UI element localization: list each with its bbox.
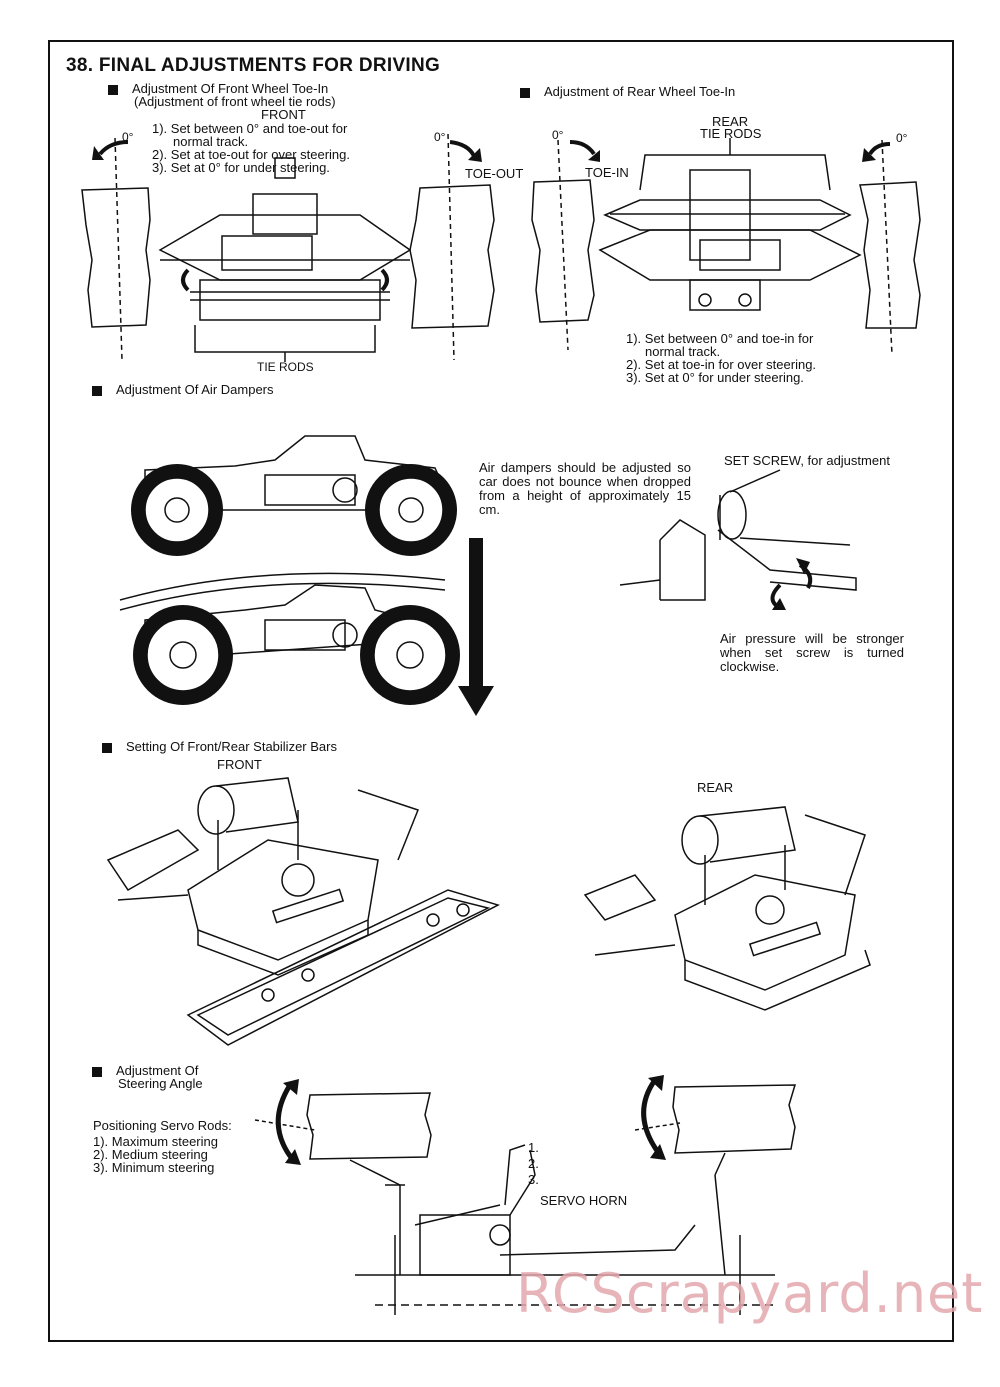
drop-arrow-icon	[458, 538, 494, 716]
rear-step-1b: normal track.	[645, 344, 721, 359]
page-frame	[48, 40, 954, 1342]
front-step-2: 2). Set at toe-out for over steering.	[152, 147, 350, 162]
bullet-icon	[108, 84, 118, 95]
set-screw-diagram	[619, 469, 857, 610]
front-zero-right: 0°	[434, 130, 446, 144]
front-toe-subheading: (Adjustment of front wheel tie rods)	[134, 94, 336, 109]
steering-heading-1: Adjustment Of	[92, 1063, 198, 1078]
rear-step-1: 1). Set between 0° and toe-in for	[626, 331, 814, 346]
stabilizer-rear-label: REAR	[697, 780, 734, 795]
air-dampers-heading: Adjustment Of Air Dampers	[92, 382, 274, 397]
watermark: RCScrapyard.net	[516, 1262, 984, 1325]
front-tie-rods-label: TIE RODS	[257, 360, 314, 374]
bullet-icon	[520, 87, 530, 98]
rear-step-2: 2). Set at toe-in for over steering.	[626, 357, 817, 372]
front-step-1: 1). Set between 0° and toe-out for	[152, 121, 348, 136]
steering-heading-2: Steering Angle	[118, 1076, 203, 1091]
servo-item-1: 1). Maximum steering	[93, 1134, 218, 1149]
servo-item-2: 2). Medium steering	[93, 1147, 208, 1162]
servo-item-3: 3). Minimum steering	[93, 1160, 215, 1175]
toe-out-label: TOE-OUT	[465, 166, 524, 181]
rear-toe-heading: Adjustment of Rear Wheel Toe-In	[520, 84, 735, 99]
rear-toe-diagram	[531, 138, 921, 356]
rear-zero-right: 0°	[896, 131, 908, 145]
steering-angle-diagram	[254, 1075, 797, 1315]
stabilizer-front-label: FRONT	[217, 757, 262, 772]
front-zero-left: 0°	[122, 130, 134, 144]
rear-label: REAR	[712, 114, 749, 129]
stabilizer-heading: Setting Of Front/Rear Stabilizer Bars	[102, 739, 337, 754]
toe-in-label: TOE-IN	[585, 165, 629, 180]
rear-stabilizer-diagram	[583, 806, 871, 1011]
pressure-note: Air pressure will be stronger when set s…	[720, 631, 904, 674]
set-screw-label: SET SCREW, for adjustment	[724, 453, 890, 468]
front-step-3: 3). Set at 0° for under steering.	[152, 160, 330, 175]
front-label: FRONT	[261, 107, 306, 122]
page-title: 38. FINAL ADJUSTMENTS FOR DRIVING	[66, 55, 441, 76]
bullet-icon	[92, 385, 102, 396]
servo-horn-label: SERVO HORN	[540, 1193, 628, 1208]
horn-position-3: 3.	[528, 1172, 539, 1187]
front-toe-heading-text: Adjustment Of Front Wheel Toe-In	[132, 81, 329, 96]
rear-tie-rods-label: TIE RODS	[700, 126, 762, 141]
steering-heading-1-text: Adjustment Of	[116, 1063, 199, 1078]
front-toe-diagram	[81, 133, 495, 362]
front-toe-heading: Adjustment Of Front Wheel Toe-In	[108, 81, 328, 96]
stabilizer-heading-text: Setting Of Front/Rear Stabilizer Bars	[126, 739, 337, 754]
rear-zero-left: 0°	[552, 128, 564, 142]
air-dampers-heading-text: Adjustment Of Air Dampers	[116, 382, 274, 397]
servo-rods-title: Positioning Servo Rods:	[93, 1118, 232, 1133]
rear-step-3: 3). Set at 0° for under steering.	[626, 370, 804, 385]
air-damper-car-diagram	[119, 435, 460, 705]
bullet-icon	[102, 742, 112, 753]
front-step-1b: normal track.	[173, 134, 249, 149]
horn-position-1: 1.	[528, 1140, 539, 1155]
rear-toe-heading-text: Adjustment of Rear Wheel Toe-In	[544, 84, 736, 99]
bullet-icon	[92, 1066, 102, 1077]
front-stabilizer-diagram	[106, 777, 500, 1046]
air-damper-note: Air dampers should be adjusted so car do…	[479, 460, 691, 517]
